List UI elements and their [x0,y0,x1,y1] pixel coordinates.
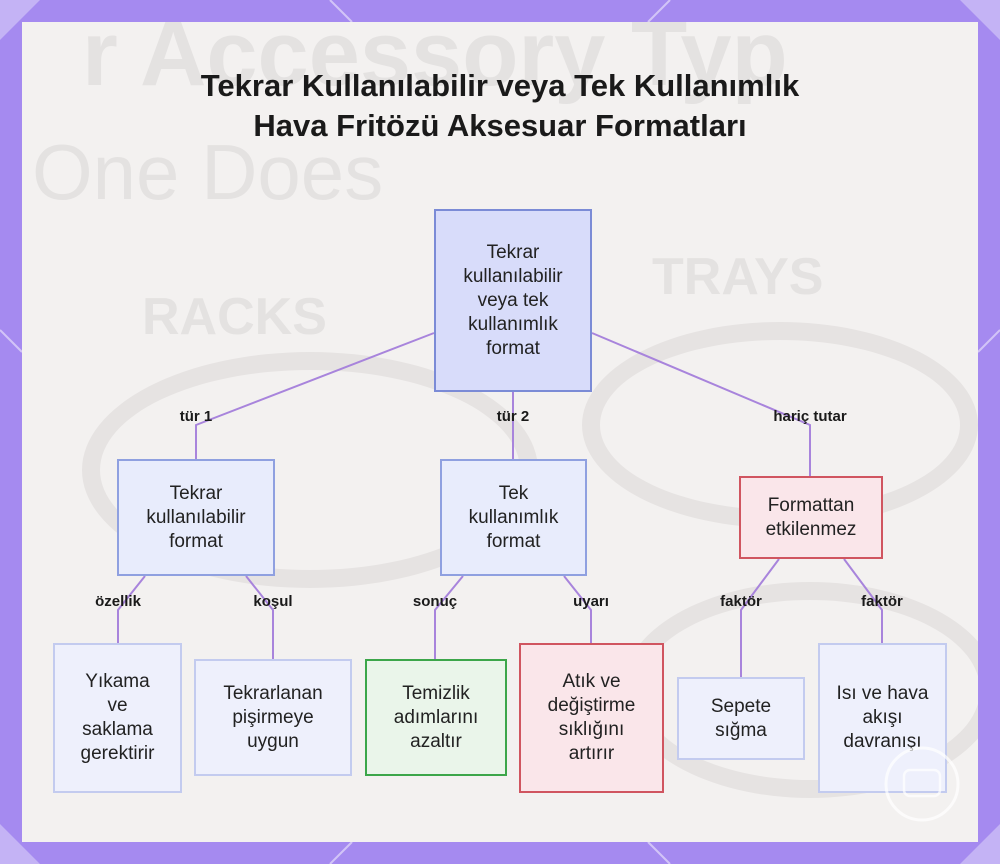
node-basket: Sepete sığma [677,677,805,760]
edge-label-result: sonuç [412,593,458,610]
node-repeat: Tekrarlanan pişirmeye uygun [194,659,352,776]
node-waste: Atık ve değiştirme sıklığını artırır [519,643,664,793]
edge-label-factor-1: faktör [720,593,762,610]
node-clean: Temizlik adımlarını azaltır [365,659,507,776]
background-text-4: TRAYS [652,248,824,306]
edge-label-feature: özellik [95,593,141,610]
node-heat-label: Isı ve hava akışı davranışı [836,683,929,752]
node-heat: Isı ve hava akışı davranışı [818,643,947,793]
node-root: Tekrar kullanılabilir veya tek kullanıml… [434,209,592,392]
page-title: Tekrar Kullanılabilir veya Tek Kullanıml… [200,68,800,143]
node-single-use: Tek kullanımlık format [440,459,587,576]
edge-label-warning: uyarı [573,593,609,610]
background-text-3: RACKS [142,288,327,346]
node-unaffected-label: Formattan etkilenmez [765,494,857,540]
node-repeat-label: Tekrarlanan pişirmeye uygun [223,682,323,752]
background-text-2: One Does [32,128,384,216]
edge-label-factor-2: faktör [861,593,903,610]
node-waste-label: Atık ve değiştirme sıklığını artırır [547,671,636,764]
edge-label-excludes: hariç tutar [773,408,847,425]
edge-label-type1: tür 1 [179,408,213,425]
node-wash: Yıkama ve saklama gerektirir [53,643,182,793]
node-clean-label: Temizlik adımlarını azaltır [393,682,479,752]
node-single-use-label: Tek kullanımlık format [468,482,559,552]
node-root-label: Tekrar kullanılabilir veya tek kullanıml… [463,241,563,359]
edge-label-type2: tür 2 [496,408,530,425]
node-wash-label: Yıkama ve saklama gerektirir [80,671,155,764]
background-text-1: r Accessory Typ [82,22,788,105]
edge-label-condition: koşul [253,593,293,610]
node-reusable-label: Tekrar kullanılabilir format [146,482,246,552]
node-basket-label: Sepete sığma [710,695,772,741]
node-reusable: Tekrar kullanılabilir format [117,459,275,576]
node-unaffected: Formattan etkilenmez [739,476,883,559]
